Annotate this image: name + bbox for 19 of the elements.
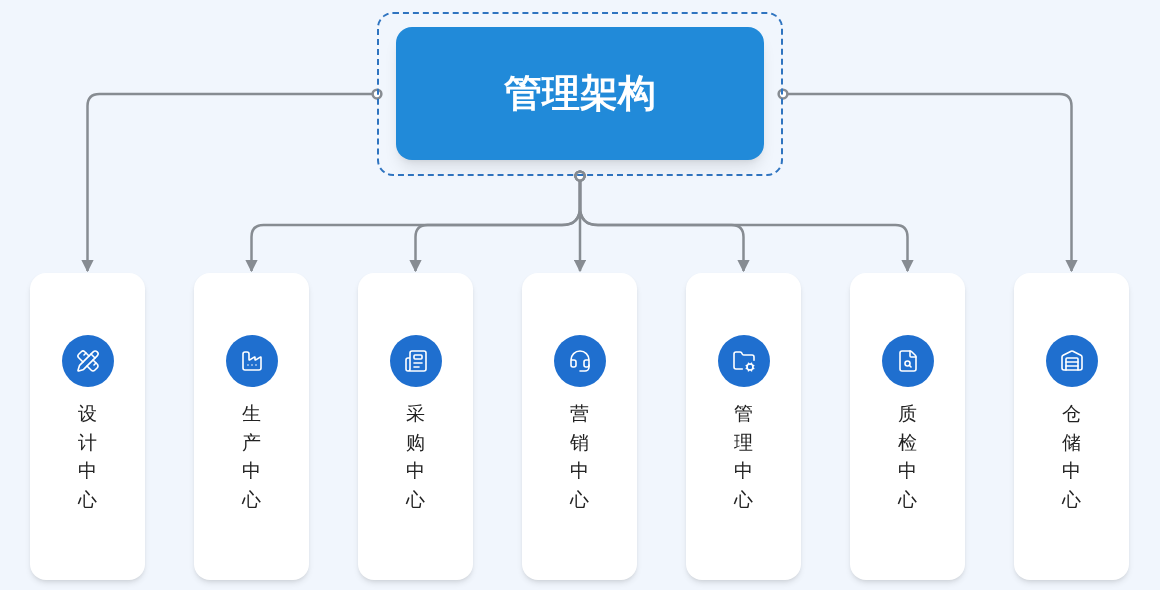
department-card [1014, 273, 1129, 580]
department-card [194, 273, 309, 580]
department-card [30, 273, 145, 580]
connector-arrow [81, 88, 383, 273]
department-card [358, 273, 473, 580]
department-card [686, 273, 801, 580]
department-name: 设计中心 [78, 401, 97, 512]
department-name: 仓储中心 [1062, 401, 1081, 512]
connector-arrow [574, 170, 914, 273]
dashed-frame [377, 12, 783, 176]
title-box: 管理架构 [396, 27, 764, 160]
department-card [850, 273, 965, 580]
department-name: 营销中心 [570, 401, 589, 512]
department-name: 质检中心 [898, 401, 917, 512]
department-name: 管理中心 [734, 401, 753, 512]
connector-arrow [777, 88, 1078, 273]
department-card [522, 273, 637, 580]
department-name: 采购中心 [406, 401, 425, 512]
department-name: 生产中心 [242, 401, 261, 512]
